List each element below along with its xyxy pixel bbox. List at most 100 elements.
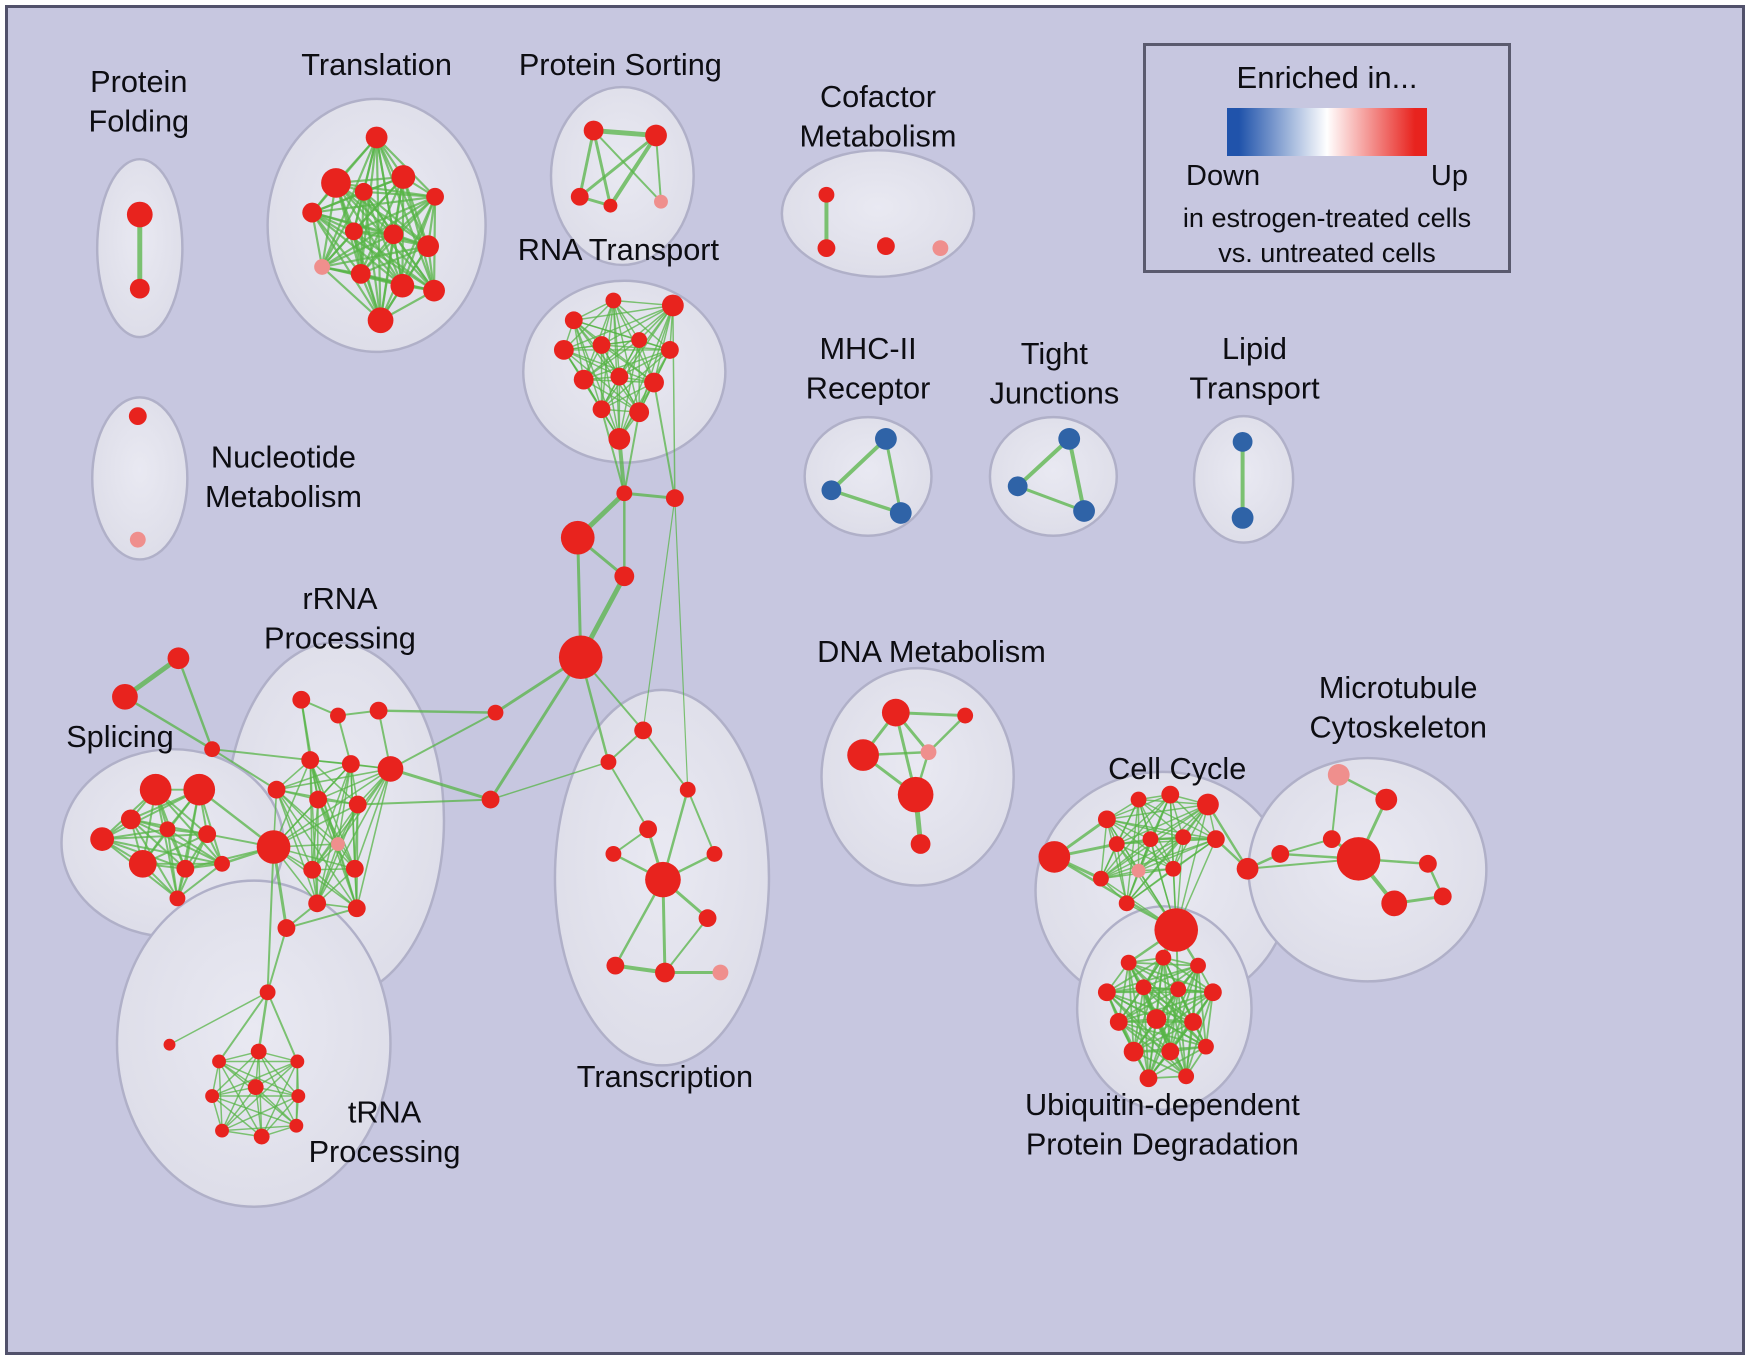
network-node-t11 bbox=[350, 263, 371, 284]
network-edge bbox=[389, 711, 497, 770]
network-edge bbox=[321, 190, 365, 269]
network-node-m2 bbox=[1375, 788, 1398, 811]
network-node-d2 bbox=[957, 707, 974, 724]
network-edge bbox=[1106, 803, 1209, 821]
network-node-r8 bbox=[573, 369, 594, 390]
network-edge bbox=[563, 304, 674, 351]
network-node-s8 bbox=[176, 859, 195, 878]
network-node-s5 bbox=[159, 821, 176, 838]
network-node-tn6 bbox=[291, 1089, 306, 1103]
network-node-d5 bbox=[897, 776, 934, 813]
network-node-ps3 bbox=[570, 187, 589, 206]
network-node-rr3 bbox=[369, 701, 388, 720]
network-edge bbox=[316, 798, 319, 905]
network-edge bbox=[489, 761, 610, 801]
network-node-u11 bbox=[1123, 1041, 1144, 1062]
network-node-c3 bbox=[1130, 791, 1147, 808]
network-edge bbox=[123, 695, 214, 751]
network-node-u15 bbox=[1178, 1068, 1195, 1085]
network-edge bbox=[101, 788, 201, 841]
network-node-t1 bbox=[365, 126, 388, 149]
network-node-s2 bbox=[183, 773, 216, 806]
network-edge bbox=[1137, 836, 1184, 872]
network-edge bbox=[129, 818, 224, 865]
network-edge bbox=[927, 714, 967, 754]
network-node-ps5 bbox=[654, 194, 668, 209]
network-edge bbox=[1117, 964, 1199, 1023]
network-node-rr15 bbox=[259, 984, 276, 1001]
network-node-u2 bbox=[1155, 949, 1172, 966]
network-node-h4 bbox=[558, 635, 603, 680]
network-node-c11 bbox=[1131, 863, 1146, 878]
network-node-rr2 bbox=[330, 707, 346, 724]
network-edge bbox=[1205, 991, 1214, 1048]
network-node-u6 bbox=[1170, 981, 1187, 998]
network-node-u10 bbox=[1184, 1013, 1202, 1031]
network-node-u9 bbox=[1146, 1009, 1167, 1029]
network-node-lt1 bbox=[1232, 431, 1253, 452]
network-edge bbox=[285, 907, 358, 930]
network-node-c9 bbox=[1206, 830, 1225, 848]
network-node-d3 bbox=[847, 739, 879, 771]
network-edge bbox=[275, 788, 339, 845]
network-node-tr5 bbox=[605, 846, 622, 862]
cluster-label-rna-transport: RNA Transport bbox=[518, 233, 720, 267]
cluster-label-cell-cycle: Cell Cycle bbox=[1108, 752, 1246, 786]
network-node-mh2 bbox=[821, 480, 842, 501]
network-edge bbox=[166, 828, 224, 865]
network-edge bbox=[266, 846, 275, 994]
cluster-ellipse-cofactor-metabolism bbox=[780, 149, 976, 279]
network-node-t8 bbox=[383, 224, 404, 245]
network-node-c15 bbox=[1154, 908, 1199, 952]
network-edge bbox=[211, 1095, 298, 1127]
network-edge bbox=[1155, 991, 1214, 1020]
network-node-u4 bbox=[1097, 983, 1116, 1002]
network-node-tr6 bbox=[645, 861, 681, 898]
network-node-r1 bbox=[564, 311, 583, 330]
network-node-c1 bbox=[1038, 841, 1071, 873]
network-edge bbox=[1116, 803, 1209, 845]
network-edge bbox=[672, 304, 676, 499]
network-node-c6 bbox=[1108, 836, 1125, 852]
network-edge bbox=[275, 768, 392, 791]
network-node-t4 bbox=[354, 182, 373, 201]
network-edge bbox=[1147, 1018, 1158, 1080]
network-node-r5 bbox=[592, 336, 611, 354]
network-node-cm2 bbox=[817, 239, 836, 258]
network-edge bbox=[321, 233, 395, 269]
network-node-t14 bbox=[367, 307, 394, 334]
network-node-cn1 bbox=[487, 704, 504, 721]
network-node-t10 bbox=[314, 259, 331, 275]
network-edge bbox=[1100, 818, 1108, 880]
network-edge bbox=[618, 339, 640, 440]
network-edge bbox=[355, 803, 359, 910]
network-node-s3 bbox=[120, 809, 141, 830]
network-edge bbox=[618, 304, 674, 440]
network-node-tn1 bbox=[212, 1054, 226, 1069]
network-edge bbox=[582, 378, 640, 413]
network-edge bbox=[582, 349, 671, 381]
network-node-tj2 bbox=[1007, 476, 1028, 497]
network-edge bbox=[311, 868, 358, 910]
network-node-n2 bbox=[129, 531, 146, 548]
cluster-ellipse-trna-processing bbox=[115, 879, 392, 1208]
network-node-cm1 bbox=[818, 186, 835, 203]
network-edge bbox=[618, 349, 671, 378]
network-edge bbox=[623, 411, 641, 495]
network-edge bbox=[600, 304, 674, 410]
network-node-t9 bbox=[417, 235, 440, 258]
network-node-tn8 bbox=[253, 1128, 270, 1145]
network-node-cn2 bbox=[481, 790, 500, 809]
network-edge bbox=[221, 1124, 298, 1132]
network-node-mh1 bbox=[875, 428, 897, 450]
network-node-t6 bbox=[426, 187, 444, 206]
network-edge bbox=[592, 129, 662, 203]
network-edge bbox=[154, 788, 224, 865]
network-edge bbox=[1279, 838, 1333, 855]
network-node-rr5 bbox=[341, 755, 360, 773]
network-edge bbox=[1105, 956, 1165, 994]
